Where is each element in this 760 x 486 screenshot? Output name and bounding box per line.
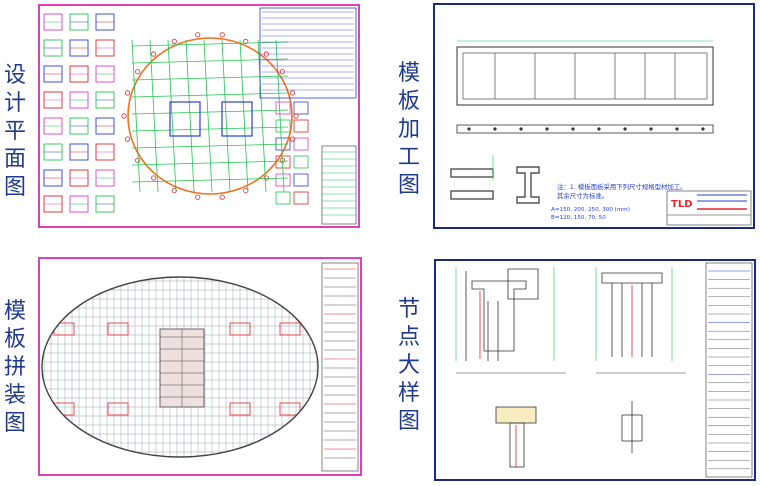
design-plan-drawing <box>38 4 360 228</box>
formwork-processing-drawing: 注：1. 模板面板采用下列尺寸规格型材加工。 其余尺寸为标准。 A=150, 2… <box>433 3 755 229</box>
processing-note-2: 其余尺寸为标准。 <box>557 191 608 200</box>
tld-logo: TLD <box>671 199 693 210</box>
processing-dims-2: B=120, 150, 70, 50 <box>551 215 606 221</box>
node-detail-drawing <box>434 259 756 481</box>
label-design-plan: 设计平面图 <box>4 63 27 200</box>
assembly-svg <box>41 262 359 472</box>
label-node-detail: 节点大样图 <box>398 297 421 434</box>
processing-note-1: 注：1. 模板面板采用下列尺寸规格型材加工。 <box>557 182 687 191</box>
label-formwork-assembly: 模板拼装图 <box>4 299 27 436</box>
processing-svg: 注：1. 模板面板采用下列尺寸规格型材加工。 其余尺寸为标准。 A=150, 2… <box>450 40 752 226</box>
label-formwork-processing: 模板加工图 <box>398 61 421 198</box>
formwork-assembly-drawing <box>38 257 362 476</box>
design-plan-svg <box>43 7 357 225</box>
processing-dims-1: A=150, 200, 250, 300 (mm) <box>551 207 630 213</box>
node-detail-svg <box>455 262 753 478</box>
